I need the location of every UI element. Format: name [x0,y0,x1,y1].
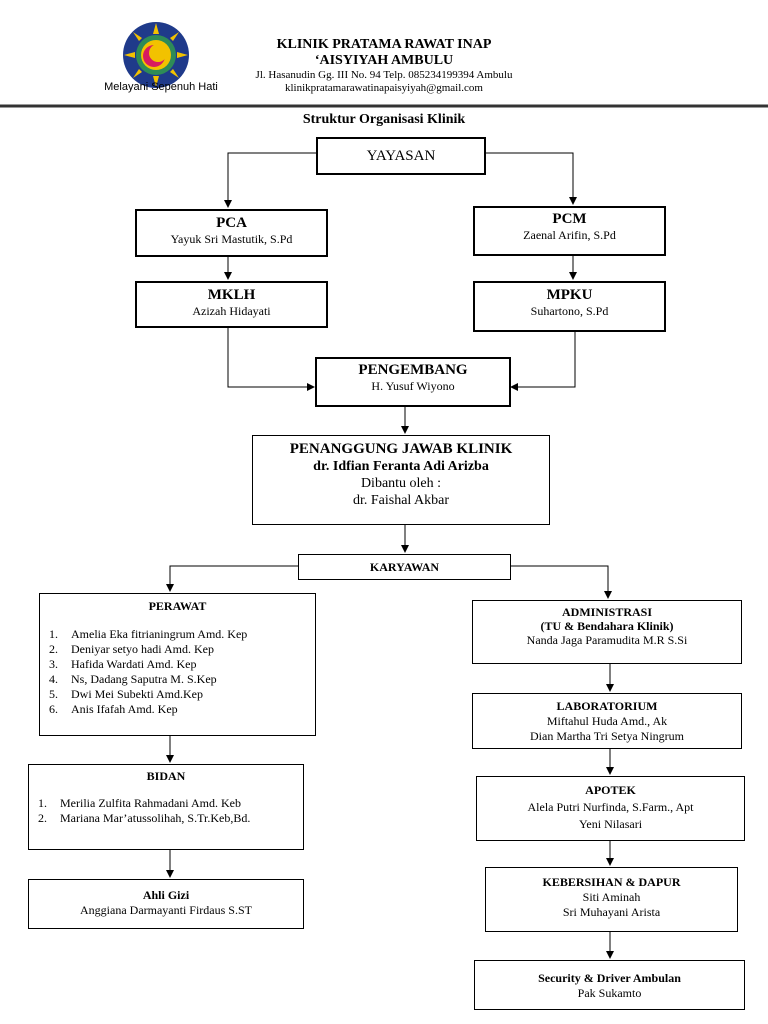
lab-name: Miftahul Huda Amd., Ak [546,714,668,728]
list-item: 6.Anis Ifafah Amd. Kep [49,702,178,716]
ahli-gizi-box: Ahli Gizi Anggiana Darmayanti Firdaus S.… [28,879,304,929]
yayasan-box: YAYASAN [316,137,486,175]
perawat-title: PERAWAT [148,599,207,613]
tagline: Melayani Sepenuh Hati [104,81,218,93]
security-title: Security & Driver Ambulan [538,971,681,985]
bidan-title: BIDAN [146,769,186,783]
clinic-address: Jl. Hasanudin Gg. III No. 94 Telp. 08523… [255,69,513,81]
list-item: 4.Ns, Dadang Saputra M. S.Kep [49,672,217,686]
clinic-email: klinikpratamarawatinapaisyiyah@gmail.com [285,82,483,94]
list-item: 1.Merilia Zulfita Rahmadani Amd. Keb [38,796,241,810]
gizi-name: Anggiana Darmayanti Firdaus S.ST [80,903,252,917]
pcm-box: PCM Zaenal Arifin, S.Pd [473,206,666,256]
lab-title: LABORATORIUM [556,699,658,713]
mpku-name: Suhartono, S.Pd [530,304,609,318]
apotek-name: Yeni Nilasari [578,817,643,831]
pca-title: PCA [216,215,247,231]
pca-name: Yayuk Sri Mastutik, S.Pd [170,232,293,246]
kebersihan-name: Sri Muhayani Arista [562,905,661,919]
perawat-box: PERAWAT 1.Amelia Eka fitrianingrum Amd. … [39,593,316,736]
apotek-box: APOTEK Alela Putri Nurfinda, S.Farm., Ap… [476,776,745,841]
list-item: 1.Amelia Eka fitrianingrum Amd. Kep [49,627,248,641]
kebersihan-title: KEBERSIHAN & DAPUR [542,875,681,889]
list-item: 2.Mariana Mar’atussolihah, S.Tr.Keb,Bd. [38,811,251,825]
laboratorium-box: LABORATORIUM Miftahul Huda Amd., Ak Dian… [472,693,742,749]
pca-box: PCA Yayuk Sri Mastutik, S.Pd [135,209,328,257]
pengembang-title: PENGEMBANG [358,362,468,378]
pj-name: dr. Idfian Feranta Adi Arizba [313,459,489,474]
clinic-header: KLINIK PRATAMA RAWAT INAP ‘AISYIYAH AMBU… [224,37,544,95]
security-box: Security & Driver Ambulan Pak Sukamto [474,960,745,1010]
perawat-list: 1.Amelia Eka fitrianingrum Amd. Kep 2.De… [40,627,315,717]
apotek-name: Alela Putri Nurfinda, S.Farm., Apt [527,800,694,814]
admin-name: Nanda Jaga Paramudita M.R S.Si [526,633,688,647]
mpku-title: MPKU [546,287,593,303]
pengembang-name: H. Yusuf Wiyono [371,379,455,393]
list-item: 3.Hafida Wardati Amd. Kep [49,657,197,671]
gizi-title: Ahli Gizi [142,888,190,902]
security-name: Pak Sukamto [577,986,642,1000]
list-item: 5.Dwi Mei Subekti Amd.Kep [49,687,203,701]
apotek-title: APOTEK [585,783,636,797]
mklh-box: MKLH Azizah Hidayati [135,281,328,328]
admin-title: ADMINISTRASI [561,605,653,619]
kebersihan-name: Siti Aminah [582,890,641,904]
pcm-title: PCM [552,211,587,227]
bidan-list: 1.Merilia Zulfita Rahmadani Amd. Keb 2.M… [29,796,303,826]
yayasan-title: YAYASAN [366,148,436,164]
clinic-logo-icon [123,22,189,88]
lab-name: Dian Martha Tri Setya Ningrum [530,729,684,743]
karyawan-title: KARYAWAN [369,560,440,574]
bidan-box: BIDAN 1.Merilia Zulfita Rahmadani Amd. K… [28,764,304,850]
administrasi-box: ADMINISTRASI (TU & Bendahara Klinik) Nan… [472,600,742,664]
mpku-box: MPKU Suhartono, S.Pd [473,281,666,332]
mklh-name: Azizah Hidayati [192,304,271,318]
pj-assist-label: Dibantu oleh : [360,476,442,491]
pj-assist-name: dr. Faishal Akbar [352,493,450,508]
clinic-subname: ‘AISYIYAH AMBULU [314,53,454,68]
pcm-name: Zaenal Arifin, S.Pd [523,228,616,242]
mklh-title: MKLH [207,287,256,303]
page-title: Struktur Organisasi Klinik [302,112,466,127]
admin-subtitle: (TU & Bendahara Klinik) [540,619,674,633]
pj-title: PENANGGUNG JAWAB KLINIK [289,441,513,457]
karyawan-box: KARYAWAN [298,554,511,580]
penanggung-jawab-box: PENANGGUNG JAWAB KLINIK dr. Idfian Feran… [252,435,550,525]
pengembang-box: PENGEMBANG H. Yusuf Wiyono [315,357,511,407]
list-item: 2.Deniyar setyo hadi Amd. Kep [49,642,214,656]
kebersihan-box: KEBERSIHAN & DAPUR Siti Aminah Sri Muhay… [485,867,738,932]
clinic-name: KLINIK PRATAMA RAWAT INAP [276,37,492,52]
